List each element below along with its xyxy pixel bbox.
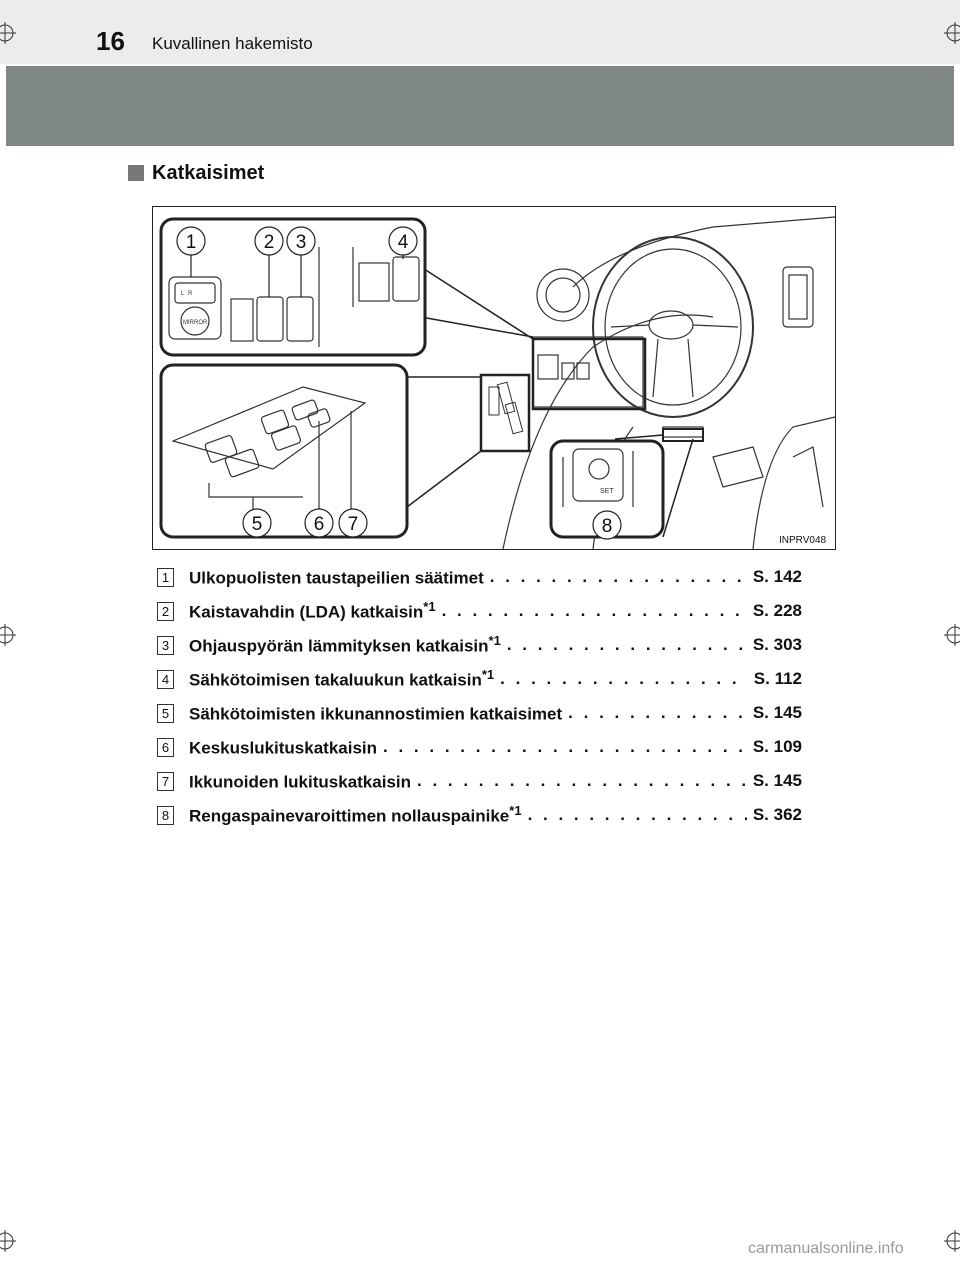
- item-number: 2: [157, 601, 174, 621]
- item-number: 3: [157, 635, 174, 655]
- list-item: 6 Keskuslukituskatkaisin . . . . . . . .…: [157, 730, 802, 764]
- page-header-bar: [0, 0, 960, 64]
- l-label: L: [181, 291, 185, 297]
- item-number: 4: [157, 669, 174, 689]
- leader-dots: . . . . . . . . . . . . . . . . . . . . …: [383, 737, 747, 756]
- leader-dots: . . . . . . . . . . . . . . . . . . . . …: [506, 635, 747, 654]
- item-label: Ikkunoiden lukituskatkaisin: [189, 772, 412, 792]
- registration-mark-icon: [0, 624, 16, 646]
- page-number: 16: [96, 26, 125, 56]
- list-item: 8 Rengaspainevaroittimen nollauspainike*…: [157, 798, 802, 832]
- section-title: Katkaisimet: [152, 162, 265, 184]
- item-number: 7: [157, 771, 174, 791]
- callout-5: 5: [252, 514, 263, 535]
- set-label: SET: [600, 488, 614, 495]
- watermark: carmanualsonline.info: [748, 1240, 904, 1257]
- item-label: Ohjauspyörän lämmityksen katkaisin*1: [189, 633, 501, 656]
- section-marker-icon: [128, 164, 144, 181]
- registration-mark-icon: [944, 1230, 960, 1252]
- section-heading: Katkaisimet: [128, 162, 264, 185]
- item-label: Rengaspainevaroittimen nollauspainike*1: [189, 803, 522, 826]
- r-label: R: [188, 291, 193, 297]
- list-item: 1 Ulkopuolisten taustapeilien säätimet .…: [157, 560, 802, 594]
- item-page-ref[interactable]: S. 142: [752, 567, 802, 586]
- item-label: Sähkötoimisen takaluukun katkaisin*1: [189, 667, 495, 690]
- item-number: 1: [157, 567, 174, 587]
- leader-dots: . . . . . . . . . . . . . . . . . . . . …: [527, 805, 747, 824]
- item-number: 8: [157, 805, 174, 825]
- callout-8: 8: [602, 516, 613, 537]
- page-title: Kuvallinen hakemisto: [152, 34, 313, 53]
- item-label: Sähkötoimisten ikkunannostimien katkaisi…: [189, 704, 563, 724]
- leader-dots: . . . . . . . . . . . . . . . . . . . . …: [489, 567, 747, 586]
- list-item: 3 Ohjauspyörän lämmityksen katkaisin*1 .…: [157, 628, 802, 662]
- item-label: Kaistavahdin (LDA) katkaisin*1: [189, 599, 436, 622]
- callout-4: 4: [398, 232, 409, 253]
- list-item: 5 Sähkötoimisten ikkunannostimien katkai…: [157, 696, 802, 730]
- item-number: 5: [157, 703, 174, 723]
- item-page-ref[interactable]: S. 228: [752, 601, 802, 620]
- callout-1: 1: [186, 232, 197, 253]
- list-item: 7 Ikkunoiden lukituskatkaisin . . . . . …: [157, 764, 802, 798]
- leader-dots: . . . . . . . . . . . . . . . . . . . . …: [500, 669, 748, 688]
- item-page-ref[interactable]: S. 109: [752, 737, 802, 756]
- header-band: [6, 66, 954, 146]
- item-page-ref[interactable]: S. 145: [752, 703, 802, 722]
- leader-dots: . . . . . . . . . . . . . . . . . . . . …: [441, 601, 747, 620]
- figure-code: INPRV048: [779, 535, 827, 546]
- callout-6: 6: [314, 514, 325, 535]
- item-page-ref[interactable]: S. 112: [753, 669, 802, 688]
- switches-illustration: L R MIRROR SET 1 2 3 4 5: [152, 206, 836, 550]
- registration-mark-icon: [0, 1230, 16, 1252]
- mirror-label: MIRROR: [183, 320, 208, 326]
- item-page-ref[interactable]: S. 362: [752, 805, 802, 824]
- item-label: Keskuslukituskatkaisin: [189, 738, 378, 758]
- list-item: 4 Sähkötoimisen takaluukun katkaisin*1 .…: [157, 662, 802, 696]
- registration-mark-icon: [0, 22, 16, 44]
- item-label: Ulkopuolisten taustapeilien säätimet: [189, 568, 484, 588]
- registration-mark-icon: [944, 624, 960, 646]
- item-page-ref[interactable]: S. 145: [752, 771, 802, 790]
- switch-index-list: 1 Ulkopuolisten taustapeilien säätimet .…: [157, 560, 802, 832]
- list-item: 2 Kaistavahdin (LDA) katkaisin*1 . . . .…: [157, 594, 802, 628]
- callout-2: 2: [264, 232, 275, 253]
- registration-mark-icon: [944, 22, 960, 44]
- item-page-ref[interactable]: S. 303: [752, 635, 802, 654]
- leader-dots: . . . . . . . . . . . . . . . . . . . . …: [568, 703, 747, 722]
- callout-3: 3: [296, 232, 307, 253]
- leader-dots: . . . . . . . . . . . . . . . . . . . . …: [417, 771, 747, 790]
- item-number: 6: [157, 737, 174, 757]
- callout-7: 7: [348, 514, 359, 535]
